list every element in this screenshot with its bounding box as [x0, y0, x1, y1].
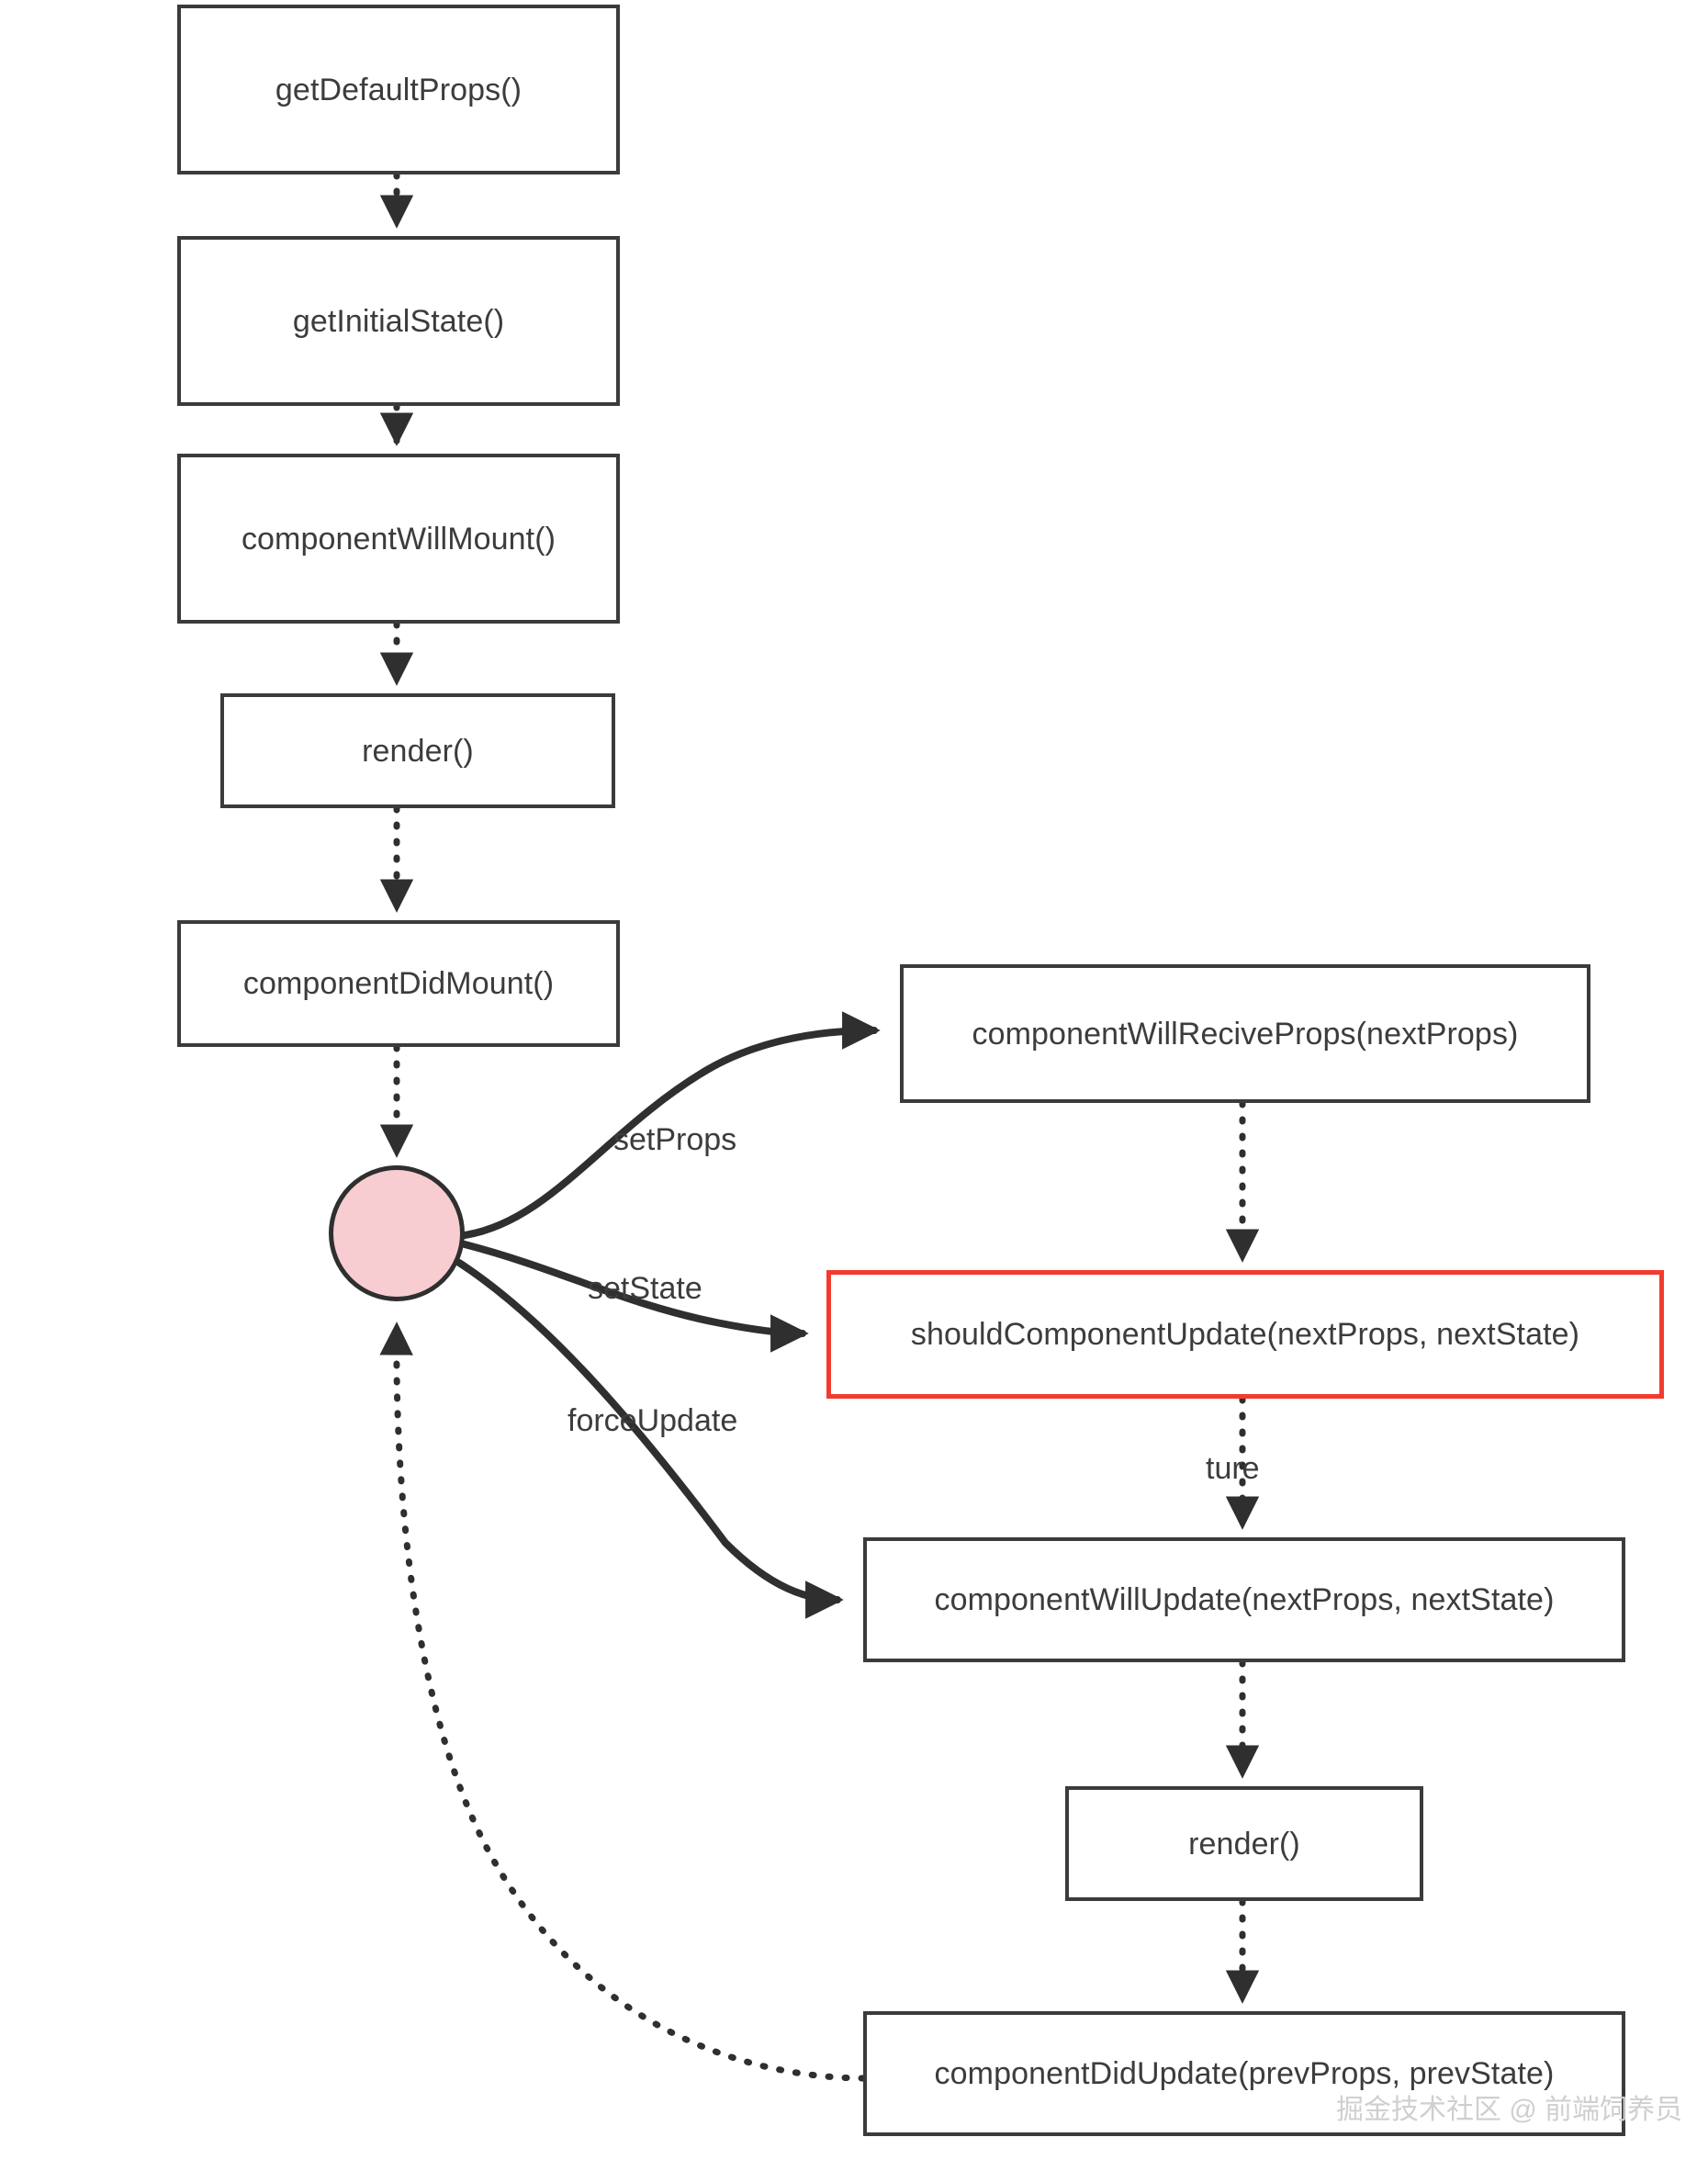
edge-label-set-props: setProps	[613, 1122, 737, 1157]
watermark-text: 掘金技术社区 @ 前端饲养员	[1336, 2095, 1683, 2125]
node-component-did-mount[interactable]: componentDidMount()	[177, 920, 620, 1047]
node-component-will-recive-props[interactable]: componentWillReciveProps(nextProps)	[900, 964, 1590, 1103]
node-render-mount[interactable]: render()	[220, 693, 615, 808]
node-render-update[interactable]: render()	[1065, 1786, 1423, 1901]
edge-label-force-update: forceUpdate	[567, 1403, 738, 1438]
node-label: componentWillUpdate(nextProps, nextState…	[934, 1582, 1555, 1617]
node-label: render()	[362, 733, 474, 769]
node-label: componentDidUpdate(prevProps, prevState)	[934, 2056, 1555, 2091]
node-label: shouldComponentUpdate(nextProps, nextSta…	[910, 1317, 1580, 1352]
node-get-initial-state[interactable]: getInitialState()	[177, 236, 620, 406]
node-label: render()	[1188, 1826, 1300, 1862]
node-label: componentDidMount()	[242, 966, 555, 1001]
node-label: getInitialState()	[292, 303, 505, 339]
edge-didupdate-hub	[379, 1322, 867, 2082]
node-label: componentWillReciveProps(nextProps)	[972, 1016, 1519, 1052]
node-component-will-mount[interactable]: componentWillMount()	[177, 454, 620, 624]
node-should-component-update[interactable]: shouldComponentUpdate(nextProps, nextSta…	[826, 1270, 1664, 1399]
update-hub-circle[interactable]	[329, 1165, 465, 1301]
edge-label-set-state: setState	[588, 1271, 702, 1306]
node-get-default-props[interactable]: getDefaultProps()	[177, 5, 620, 174]
node-label: getDefaultProps()	[275, 72, 523, 107]
node-label: componentWillMount()	[241, 521, 556, 557]
edge-label-ture: ture	[1206, 1451, 1260, 1486]
node-component-will-update[interactable]: componentWillUpdate(nextProps, nextState…	[863, 1537, 1625, 1662]
node-component-did-update[interactable]: componentDidUpdate(prevProps, prevState)	[863, 2011, 1625, 2136]
